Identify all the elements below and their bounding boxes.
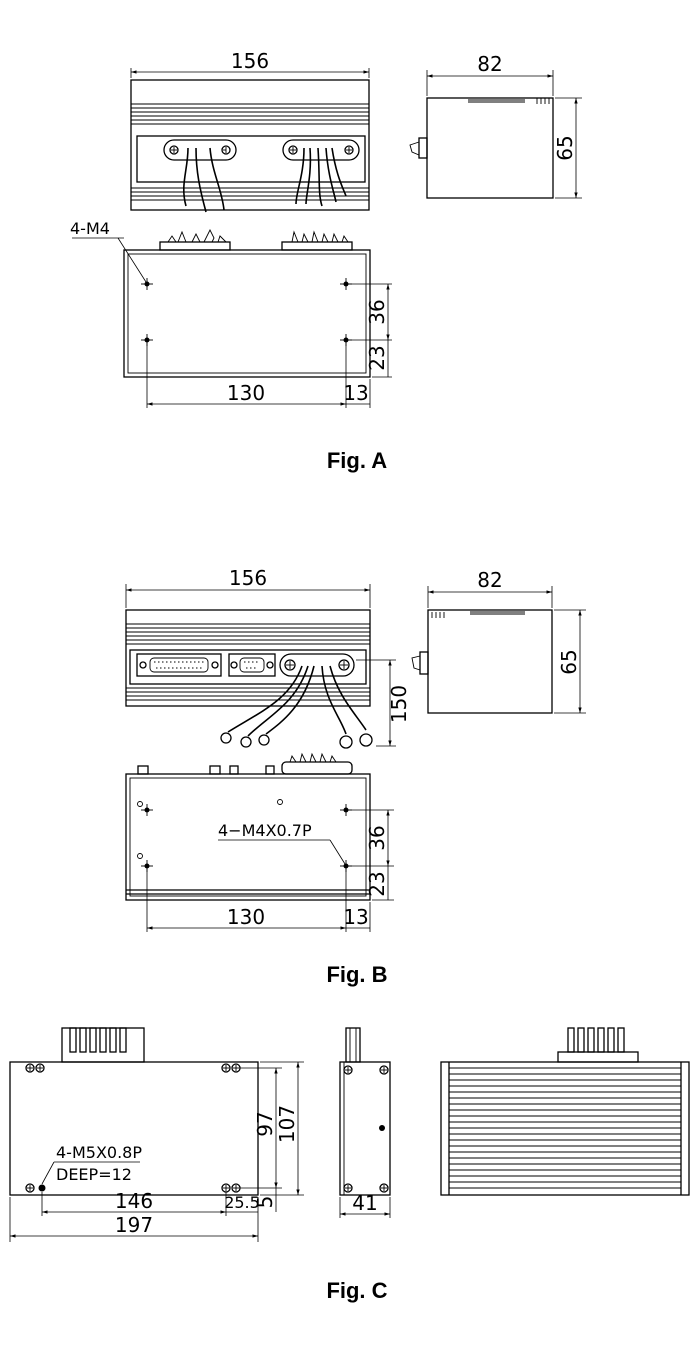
fig-b-holes-label: 4−M4X0.7P (218, 821, 312, 840)
fig-a-top-body (123, 249, 371, 378)
fig-a-connector-right (282, 139, 360, 207)
fig-a-dim-height-label: 65 (553, 135, 577, 160)
fig-c-dim-heights: 97 107 5 (240, 1061, 304, 1212)
fig-b-dim-holes-x-label: 130 (227, 905, 265, 929)
fig-b-dim-width-label: 156 (229, 566, 267, 590)
fig-c-dim-offset-x-label: 25.5 (224, 1193, 260, 1212)
fig-b-dim-edge-x-label: 13 (343, 905, 368, 929)
fig-c-rear-body (440, 1061, 690, 1196)
fig-a-caption: Fig. A (327, 448, 387, 473)
fig-c-holes-depth: DEEP=12 (56, 1165, 132, 1184)
fig-b-top-connectors (137, 752, 353, 775)
fig-a-connector-left (163, 139, 237, 213)
fig-a-dim-depth-label: 82 (477, 52, 502, 76)
fig-b-side-view (411, 609, 553, 714)
fig-c-dim-outer-h-label: 107 (275, 1105, 299, 1143)
fig-b-db25-connector (136, 653, 222, 677)
fig-a-front-panel (136, 135, 366, 183)
fig-a-holes-callout: 4-M4 (70, 219, 147, 283)
fig-a-dim-holes-y-label: 36 (365, 299, 389, 324)
fig-c-side-terminal (345, 1027, 361, 1063)
fig-a-front-view (130, 79, 370, 213)
fig-c-front-view: 4-M5X0.8P DEEP=12 (9, 1027, 259, 1196)
fig-b-cables (220, 665, 373, 749)
fig-b-dim-holes-y: 36 23 (348, 809, 394, 901)
fig-c-front-screws (25, 1063, 241, 1193)
fig-b-side-body (427, 609, 553, 714)
fig-c-dim-widths: 146 25.5 197 (9, 1189, 260, 1242)
fig-c-caption: Fig. C (326, 1278, 387, 1303)
fig-b-power-connector (279, 653, 355, 677)
fig-a-front-body (130, 79, 370, 211)
fig-b-dim-holes-y-label: 36 (365, 825, 389, 850)
fig-a-dim-width-label: 156 (231, 49, 269, 73)
fig-c-dim-inner-h-label: 97 (253, 1111, 277, 1136)
fig-c-front-body (9, 1061, 259, 1196)
fig-b-top-view: 4−M4X0.7P (125, 752, 371, 901)
fig-c-rear-fins (449, 1067, 681, 1189)
fig-b-front-view (125, 609, 373, 749)
fig-b-top-body (125, 773, 371, 901)
fig-b-dim-holes-x: 130 13 (146, 868, 371, 932)
fig-a-mount-holes (141, 278, 352, 346)
fig-c-dim-side-w-label: 41 (352, 1191, 377, 1215)
figure-b: 156 150 82 65 (125, 566, 586, 987)
fig-c-dim-edge-y-label: 5 (253, 1196, 277, 1209)
fig-b-caption: Fig. B (326, 962, 387, 987)
fig-a-dim-edge-y-label: 23 (365, 345, 389, 370)
fig-a-top-connectors (159, 228, 353, 251)
fig-c-holes-callout: 4-M5X0.8P DEEP=12 (41, 1143, 142, 1185)
fig-b-side-connector (419, 651, 429, 675)
fig-b-dim-cable-label: 150 (387, 685, 411, 723)
fig-c-dim-total-w-label: 197 (115, 1213, 153, 1237)
fig-b-db9-connector (228, 653, 276, 677)
figure-a: 156 82 65 (70, 49, 582, 473)
fig-c-rear-terminals (557, 1027, 639, 1063)
fig-a-dim-edge-x-label: 13 (343, 381, 368, 405)
figure-c: 4-M5X0.8P DEEP=12 97 107 5 146 25.5 (9, 1027, 690, 1303)
fig-c-side-body (339, 1061, 391, 1196)
fig-b-front-body (125, 609, 371, 707)
fig-a-dim-width: 156 (130, 49, 370, 78)
fig-b-dim-depth: 82 (427, 568, 553, 608)
fig-a-side-body (426, 97, 554, 199)
fig-b-dim-cable: 150 (356, 659, 411, 747)
fig-a-dim-holes-x: 130 13 (146, 342, 371, 408)
fig-b-dim-edge-y-label: 23 (365, 871, 389, 896)
fig-a-side-view (409, 97, 554, 199)
fig-c-dim-holes-x-label: 146 (115, 1189, 153, 1213)
fig-b-front-fins (126, 623, 370, 701)
fig-a-dim-height: 65 (553, 97, 582, 199)
fig-b-dim-depth-label: 82 (477, 568, 502, 592)
fig-b-dim-height: 65 (554, 609, 586, 714)
fig-a-holes-label: 4-M4 (70, 219, 110, 238)
fig-a-top-view: 4-M4 (70, 219, 371, 378)
fig-a-dim-holes-x-label: 130 (227, 381, 265, 405)
fig-c-holes-label: 4-M5X0.8P (56, 1143, 142, 1162)
fig-a-front-fins (131, 103, 369, 201)
fig-c-rear-view (440, 1027, 690, 1196)
fig-a-side-connector (418, 137, 428, 159)
fig-b-dim-height-label: 65 (557, 649, 581, 674)
fig-c-front-terminals (61, 1027, 145, 1063)
fig-b-front-panel (129, 649, 367, 685)
fig-c-dim-side-w: 41 (339, 1191, 391, 1218)
fig-a-dim-depth: 82 (426, 52, 554, 96)
fig-c-side-view (339, 1027, 391, 1196)
fig-b-holes-callout: 4−M4X0.7P (218, 821, 346, 865)
fig-b-small-holes (137, 799, 283, 859)
fig-b-dim-width: 156 (125, 566, 371, 608)
fig-a-dim-holes-y: 36 23 (348, 283, 392, 378)
